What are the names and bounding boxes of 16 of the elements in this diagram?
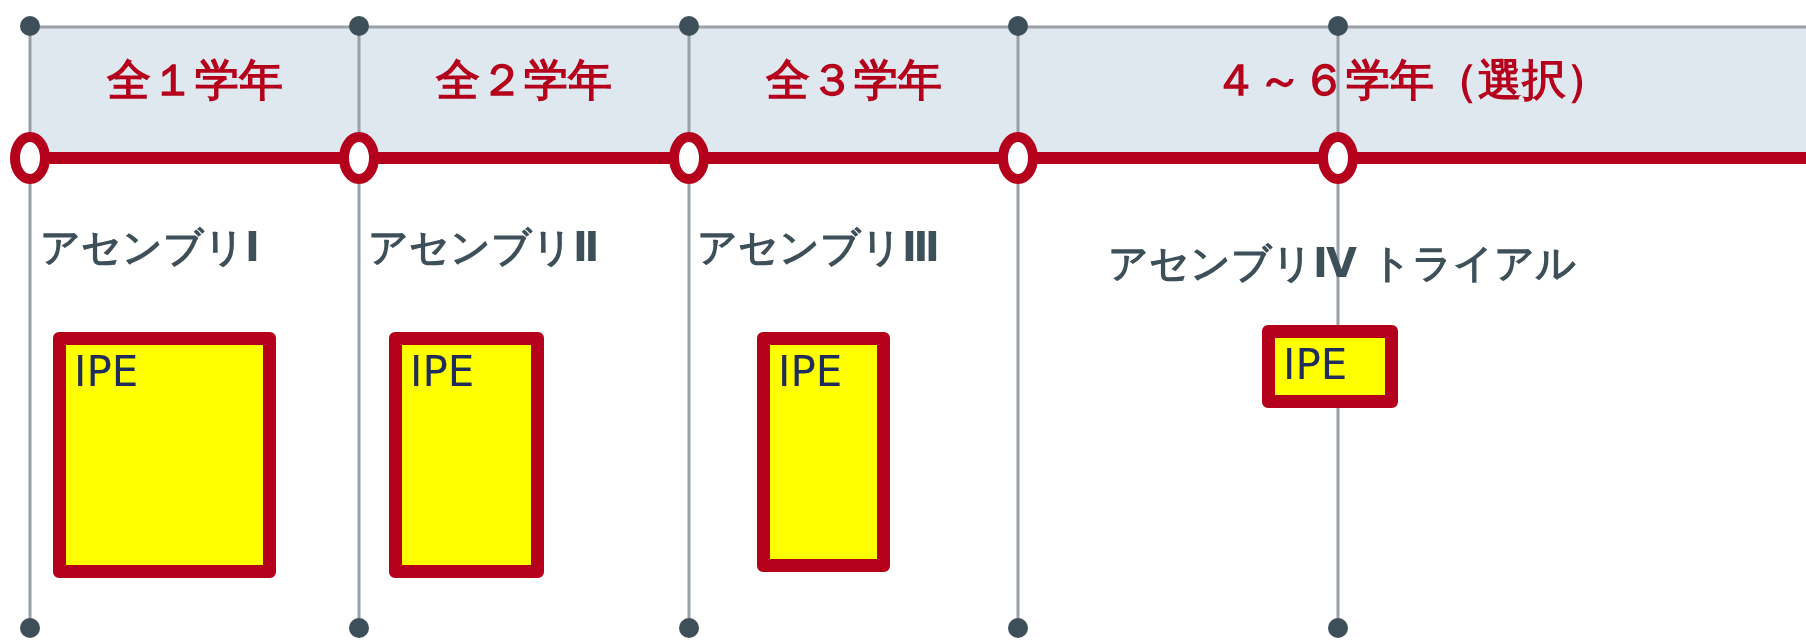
box-label: IPE <box>74 347 139 396</box>
box-label: IPE <box>1283 340 1348 389</box>
course-name: アセンブリⅡ <box>368 223 600 272</box>
box-label: IPE <box>778 347 843 396</box>
course-box <box>53 332 276 578</box>
year-heading: 全１学年 <box>105 53 284 107</box>
course-box <box>389 332 544 578</box>
box-label: IPE <box>410 347 475 396</box>
course-box <box>757 332 890 572</box>
year-heading: 全３学年 <box>764 53 943 107</box>
course-name: アセンブリⅠ <box>40 223 260 272</box>
course-name: アセンブリⅢ <box>697 223 940 272</box>
year-heading: ４～６学年（選択） <box>1213 53 1611 107</box>
year-heading: 全２学年 <box>435 53 613 107</box>
course-name: アセンブリⅣ トライアル <box>1108 239 1576 288</box>
course-box <box>1262 325 1398 408</box>
